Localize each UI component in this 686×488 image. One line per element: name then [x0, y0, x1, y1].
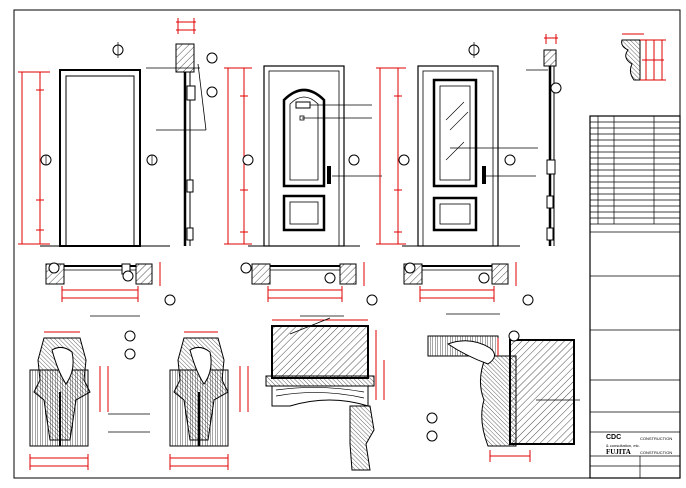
door-2-elevation [224, 65, 382, 247]
title-block-company-line-2: & consultation, etc. [606, 443, 640, 448]
title-block [589, 115, 681, 479]
door-3-side-section [526, 34, 562, 246]
title-block-client-suffix: CONSTRUCTION [640, 450, 673, 455]
frame-detail-left [29, 330, 150, 470]
molding-profile-detail [621, 33, 666, 81]
door-1-side-section [112, 18, 218, 246]
door-1-elevation [18, 69, 170, 247]
plan-section-door-2 [240, 262, 378, 317]
plan-section-door-1 [45, 262, 176, 317]
sheet-border [13, 9, 681, 479]
frame-detail-center [169, 331, 249, 470]
sill-corner-detail [426, 330, 580, 462]
title-block-client: FUJITA [606, 448, 631, 456]
title-block-company-line-1: CONSTRUCTION [640, 436, 673, 441]
plan-section-door-3 [403, 262, 534, 315]
head-jamb-detail [265, 317, 385, 471]
door-3-elevation [376, 42, 538, 247]
title-block-company-abbr: CDC [606, 434, 622, 441]
